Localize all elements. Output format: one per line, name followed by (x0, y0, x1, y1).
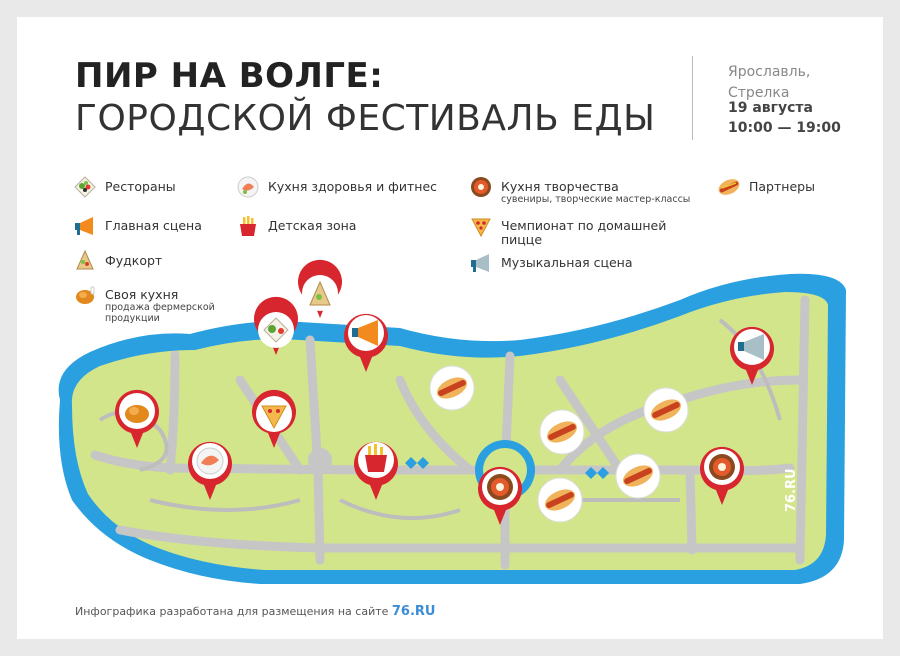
legend-label: Партнеры (749, 179, 815, 194)
pizza-icon (471, 218, 491, 238)
divider (692, 56, 693, 140)
megaphone-icon (75, 217, 93, 235)
pin-creative-kitchen[interactable] (478, 466, 522, 525)
legend-label: Фудкорт (105, 253, 163, 268)
legend-label: Главная сцена (105, 218, 202, 233)
shawarma-icon (76, 249, 94, 270)
legend-item-pizza-championship: Чемпионат по домашней пицце (469, 214, 676, 247)
legend-label: Своя кухня (105, 287, 179, 302)
legend-item-partners: Партнеры (717, 175, 815, 199)
legend-item-restaurants: Рестораны (73, 175, 176, 199)
pin-music-stage[interactable] (730, 326, 774, 385)
legend-label: Чемпионат по домашней пицце (501, 218, 667, 247)
hotdog-icon (718, 179, 740, 195)
chicken-icon (76, 286, 95, 304)
pin-main-stage[interactable] (344, 313, 389, 372)
salad-icon (74, 176, 96, 198)
donut-icon (471, 177, 491, 197)
salmon-plate-icon (237, 176, 259, 198)
legend-item-creative-kitchen: Кухня творчества сувениры, творческие ма… (469, 175, 690, 205)
map-badge: 76.RU (784, 468, 799, 512)
pin-restaurants[interactable] (254, 296, 298, 355)
legend-label: Кухня здоровья и фитнес (268, 179, 438, 194)
event-day: 19 августа (728, 100, 813, 116)
pin-own-kitchen[interactable] (115, 389, 160, 448)
title-line-2: ГОРОДСКОЙ ФЕСТИВАЛЬ ЕДЫ (75, 98, 656, 139)
legend-sublabel: сувениры, творческие мастер-классы (501, 194, 691, 205)
legend-label: Детская зона (268, 218, 357, 233)
pin-creative-kitchen-2[interactable] (700, 446, 744, 505)
event-date: 19 августа 10:00 — 19:00 (728, 98, 841, 138)
speaker-icon (471, 254, 489, 272)
place: Ярославль, Стрелка (728, 62, 810, 104)
place-area: Стрелка (728, 85, 790, 101)
footer-credit: Инфографика разработана для размещения н… (75, 604, 436, 619)
place-city: Ярославль, (728, 64, 811, 80)
pin-kids-zone[interactable] (353, 441, 398, 500)
footer-site-link[interactable]: 76.RU (391, 604, 436, 619)
legend-item-music-stage: Музыкальная сцена (469, 251, 633, 275)
title-line-1: ПИР НА ВОЛГЕ: (75, 56, 384, 96)
pin-pizza-championship[interactable] (252, 389, 296, 448)
legend-item-foodcourt: Фудкорт (73, 249, 162, 273)
legend-item-own-kitchen: Своя кухня продажа фермерской продукции (73, 283, 220, 324)
legend-item-main-stage: Главная сцена (73, 214, 202, 238)
plaza-circle (308, 448, 332, 472)
footer-text: Инфографика разработана для размещения н… (75, 605, 392, 618)
legend-label: Музыкальная сцена (501, 255, 633, 270)
water-diamonds (405, 457, 609, 479)
legend-label: Рестораны (105, 179, 176, 194)
legend-item-health-kitchen: Кухня здоровья и фитнес (236, 175, 437, 199)
partner-markers[interactable] (429, 365, 689, 523)
legend-item-kids-zone: Детская зона (236, 214, 356, 238)
fries-icon (240, 216, 256, 236)
pin-foodcourt[interactable] (298, 259, 342, 318)
pin-health-kitchen[interactable] (187, 441, 233, 500)
park-paths (98, 318, 782, 520)
event-time: 10:00 — 19:00 (728, 120, 841, 136)
legend-sublabel: продажа фермерской продукции (105, 302, 215, 324)
legend-label: Кухня творчества (501, 179, 619, 194)
